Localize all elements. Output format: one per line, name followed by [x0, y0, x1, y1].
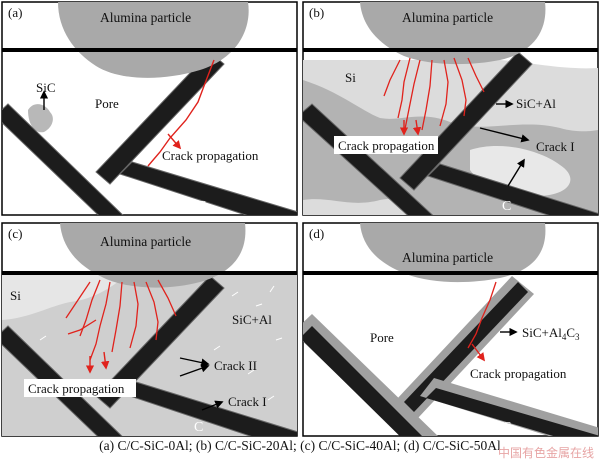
carbon-fiber — [426, 388, 598, 436]
pore-label: Pore — [370, 330, 394, 345]
panel-d: (d) Alumina particle Pore SiC+Al4C3 Crac… — [302, 222, 599, 437]
crack-arrow — [471, 343, 486, 362]
figure-caption: (a) C/C-SiC-0Al; (b) C/C-SiC-20Al; (c) C… — [99, 438, 501, 453]
crack-arrow — [100, 351, 110, 370]
alumina-particle — [58, 2, 249, 78]
panel-a: (a) Alumina particle SiC Pore Crack prop… — [1, 1, 298, 216]
particle-label: Alumina particle — [100, 234, 191, 249]
crack-arrow — [167, 133, 182, 150]
crack-label: Crack propagation — [470, 366, 567, 381]
sic-al4c3-label: SiC+Al4C3 — [522, 325, 580, 342]
figure: (a) Alumina particle SiC Pore Crack prop… — [1, 1, 599, 437]
label-box — [334, 136, 438, 154]
carbon-fiber — [427, 163, 598, 215]
fiber-label: C — [197, 199, 206, 214]
crack-label: Crack propagation — [28, 381, 125, 396]
sical-label: SiC+Al — [232, 312, 272, 327]
sic-blob — [28, 104, 53, 133]
carbon-fiber — [95, 275, 225, 409]
crack-ii-arrow — [179, 364, 210, 377]
sic-label: SiC — [36, 80, 56, 95]
crack-ii-label: Crack II — [214, 358, 257, 373]
particle-label: Alumina particle — [402, 250, 493, 265]
watermark: 中国有色金属在线 — [497, 446, 594, 460]
crack-i-arrow — [479, 127, 530, 143]
fiber-label: C — [502, 420, 511, 435]
label-box — [24, 379, 136, 397]
carbon-fiber — [303, 326, 422, 436]
sical-label: SiC+Al — [516, 96, 556, 111]
crack-i-arrow — [201, 400, 224, 411]
alumina-particle — [360, 223, 546, 283]
panel-tag: (d) — [309, 226, 324, 241]
pore-label: Pore — [95, 96, 119, 111]
crack-network — [383, 57, 485, 135]
panel-tag: (c) — [8, 226, 22, 241]
crack-ii-arrow — [179, 357, 210, 367]
carbon-fiber — [399, 51, 533, 191]
crack-label: Crack propagation — [162, 148, 259, 163]
panel-tag: (b) — [309, 5, 324, 20]
fiber-label: C — [502, 199, 511, 214]
fiber-label: C — [194, 420, 203, 435]
crack-network — [65, 279, 177, 361]
crack-line — [147, 59, 215, 167]
sub-3: 3 — [575, 332, 580, 342]
panel-c: (c) Alumina particle Si SiC+Al Crack II … — [1, 222, 298, 437]
carbon-fiber — [119, 161, 297, 215]
crack-i-label: Crack I — [536, 139, 575, 154]
crack-i-arrow — [507, 158, 525, 187]
panel-b: (b) Alumina particle Si SiC+Al Crack I C… — [302, 1, 599, 216]
crack-label: Crack propagation — [338, 138, 435, 153]
panel-tag: (a) — [8, 5, 22, 20]
sic-prefix: SiC+Al — [522, 325, 562, 340]
si-label: Si — [345, 70, 356, 85]
si-label: Si — [10, 288, 21, 303]
fiber-coating — [420, 378, 598, 436]
carbon-fiber — [2, 103, 124, 215]
particle-label: Alumina particle — [402, 10, 493, 25]
crack-line — [467, 281, 497, 349]
crack-arrow — [412, 119, 422, 136]
carbon-fiber — [303, 103, 434, 215]
sub-4: 4 — [562, 332, 567, 342]
particle-label: Alumina particle — [100, 10, 191, 25]
crack-i-label: Crack I — [228, 394, 267, 409]
carbon-fiber — [95, 51, 225, 185]
carbon-char: C — [566, 325, 575, 340]
